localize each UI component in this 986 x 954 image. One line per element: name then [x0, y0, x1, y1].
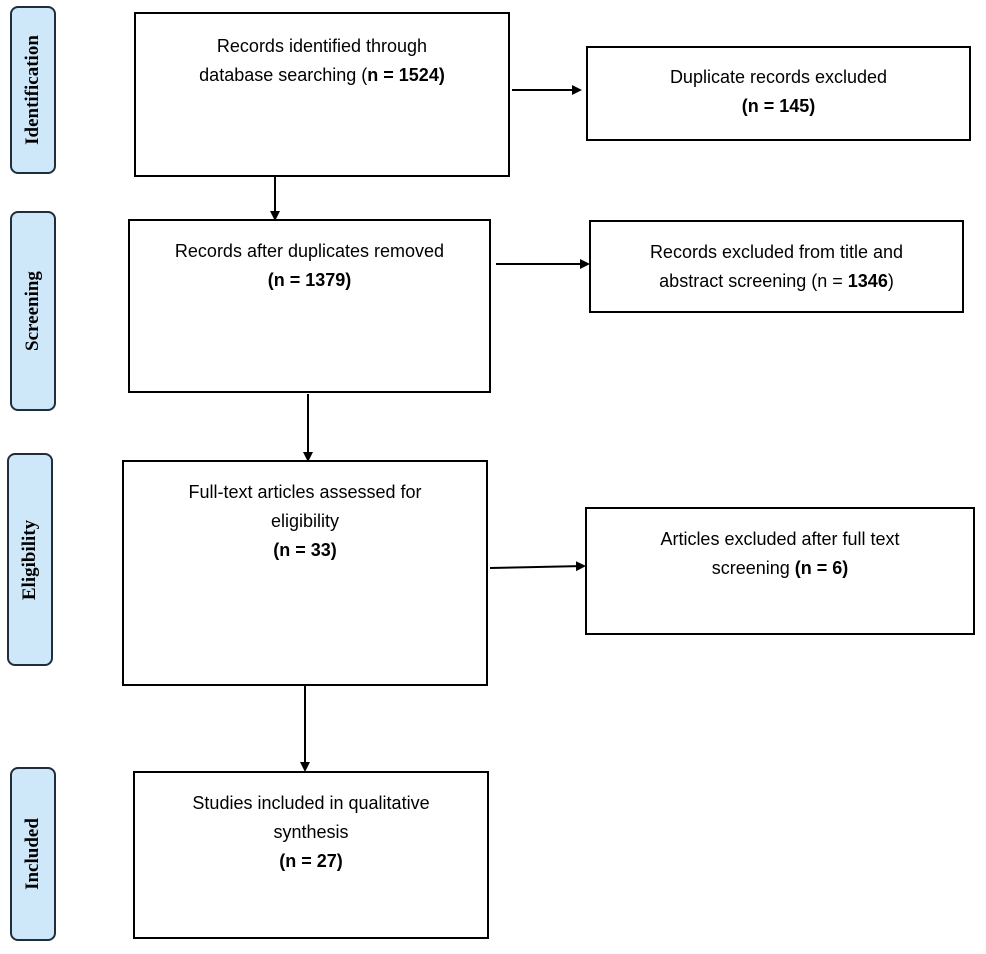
excluded-full-text-line2: screening (n = 6) — [711, 558, 849, 578]
box-full-text-assessed: Full-text articles assessed for eligibil… — [122, 460, 488, 686]
records-after-duplicates-count: (n = 1379) — [267, 270, 352, 290]
full-text-assessed-count: (n = 33) — [273, 540, 337, 560]
studies-included-line1: Studies included in qualitative — [192, 793, 430, 813]
records-identified-count: n = 1524) — [367, 65, 445, 85]
arrow-full-text-to-excluded — [489, 561, 586, 572]
phase-identification: Identification — [10, 6, 56, 174]
phase-eligibility-label: Eligibility — [19, 519, 40, 600]
phase-included: Included — [10, 767, 56, 941]
full-text-assessed-line1: Full-text articles assessed for — [188, 482, 422, 502]
excluded-title-abstract-line1: Records excluded from title and — [649, 242, 904, 262]
excluded-full-text-line1: Articles excluded after full text — [660, 529, 900, 549]
box-records-identified: Records identified through database sear… — [134, 12, 510, 177]
phase-screening: Screening — [10, 211, 56, 411]
excluded-full-text-count: (n = 6) — [794, 558, 849, 578]
phase-screening-label: Screening — [22, 271, 43, 351]
phase-included-label: Included — [22, 818, 43, 890]
full-text-assessed-line2: eligibility — [270, 511, 340, 531]
box-studies-included: Studies included in qualitative synthesi… — [133, 771, 489, 939]
phase-eligibility: Eligibility — [7, 453, 53, 666]
box-records-after-duplicates: Records after duplicates removed (n = 13… — [128, 219, 491, 393]
studies-included-line2: synthesis — [273, 822, 349, 842]
box-duplicates-excluded: Duplicate records excluded (n = 145) — [586, 46, 971, 141]
duplicates-excluded-line1: Duplicate records excluded — [669, 67, 888, 87]
records-after-duplicates-line1: Records after duplicates removed — [174, 241, 445, 261]
box-excluded-full-text: Articles excluded after full text screen… — [585, 507, 975, 635]
excluded-title-abstract-count: 1346 — [847, 271, 888, 291]
duplicates-excluded-count: (n = 145) — [741, 96, 816, 116]
records-identified-line1: Records identified through — [216, 36, 428, 56]
phase-identification-label: Identification — [22, 35, 43, 145]
box-excluded-title-abstract: Records excluded from title and abstract… — [589, 220, 964, 313]
records-identified-line2: database searching (n = 1524) — [199, 65, 445, 85]
studies-included-count: (n = 27) — [279, 851, 343, 871]
excluded-title-abstract-line2: abstract screening (n = 1346) — [659, 271, 894, 291]
